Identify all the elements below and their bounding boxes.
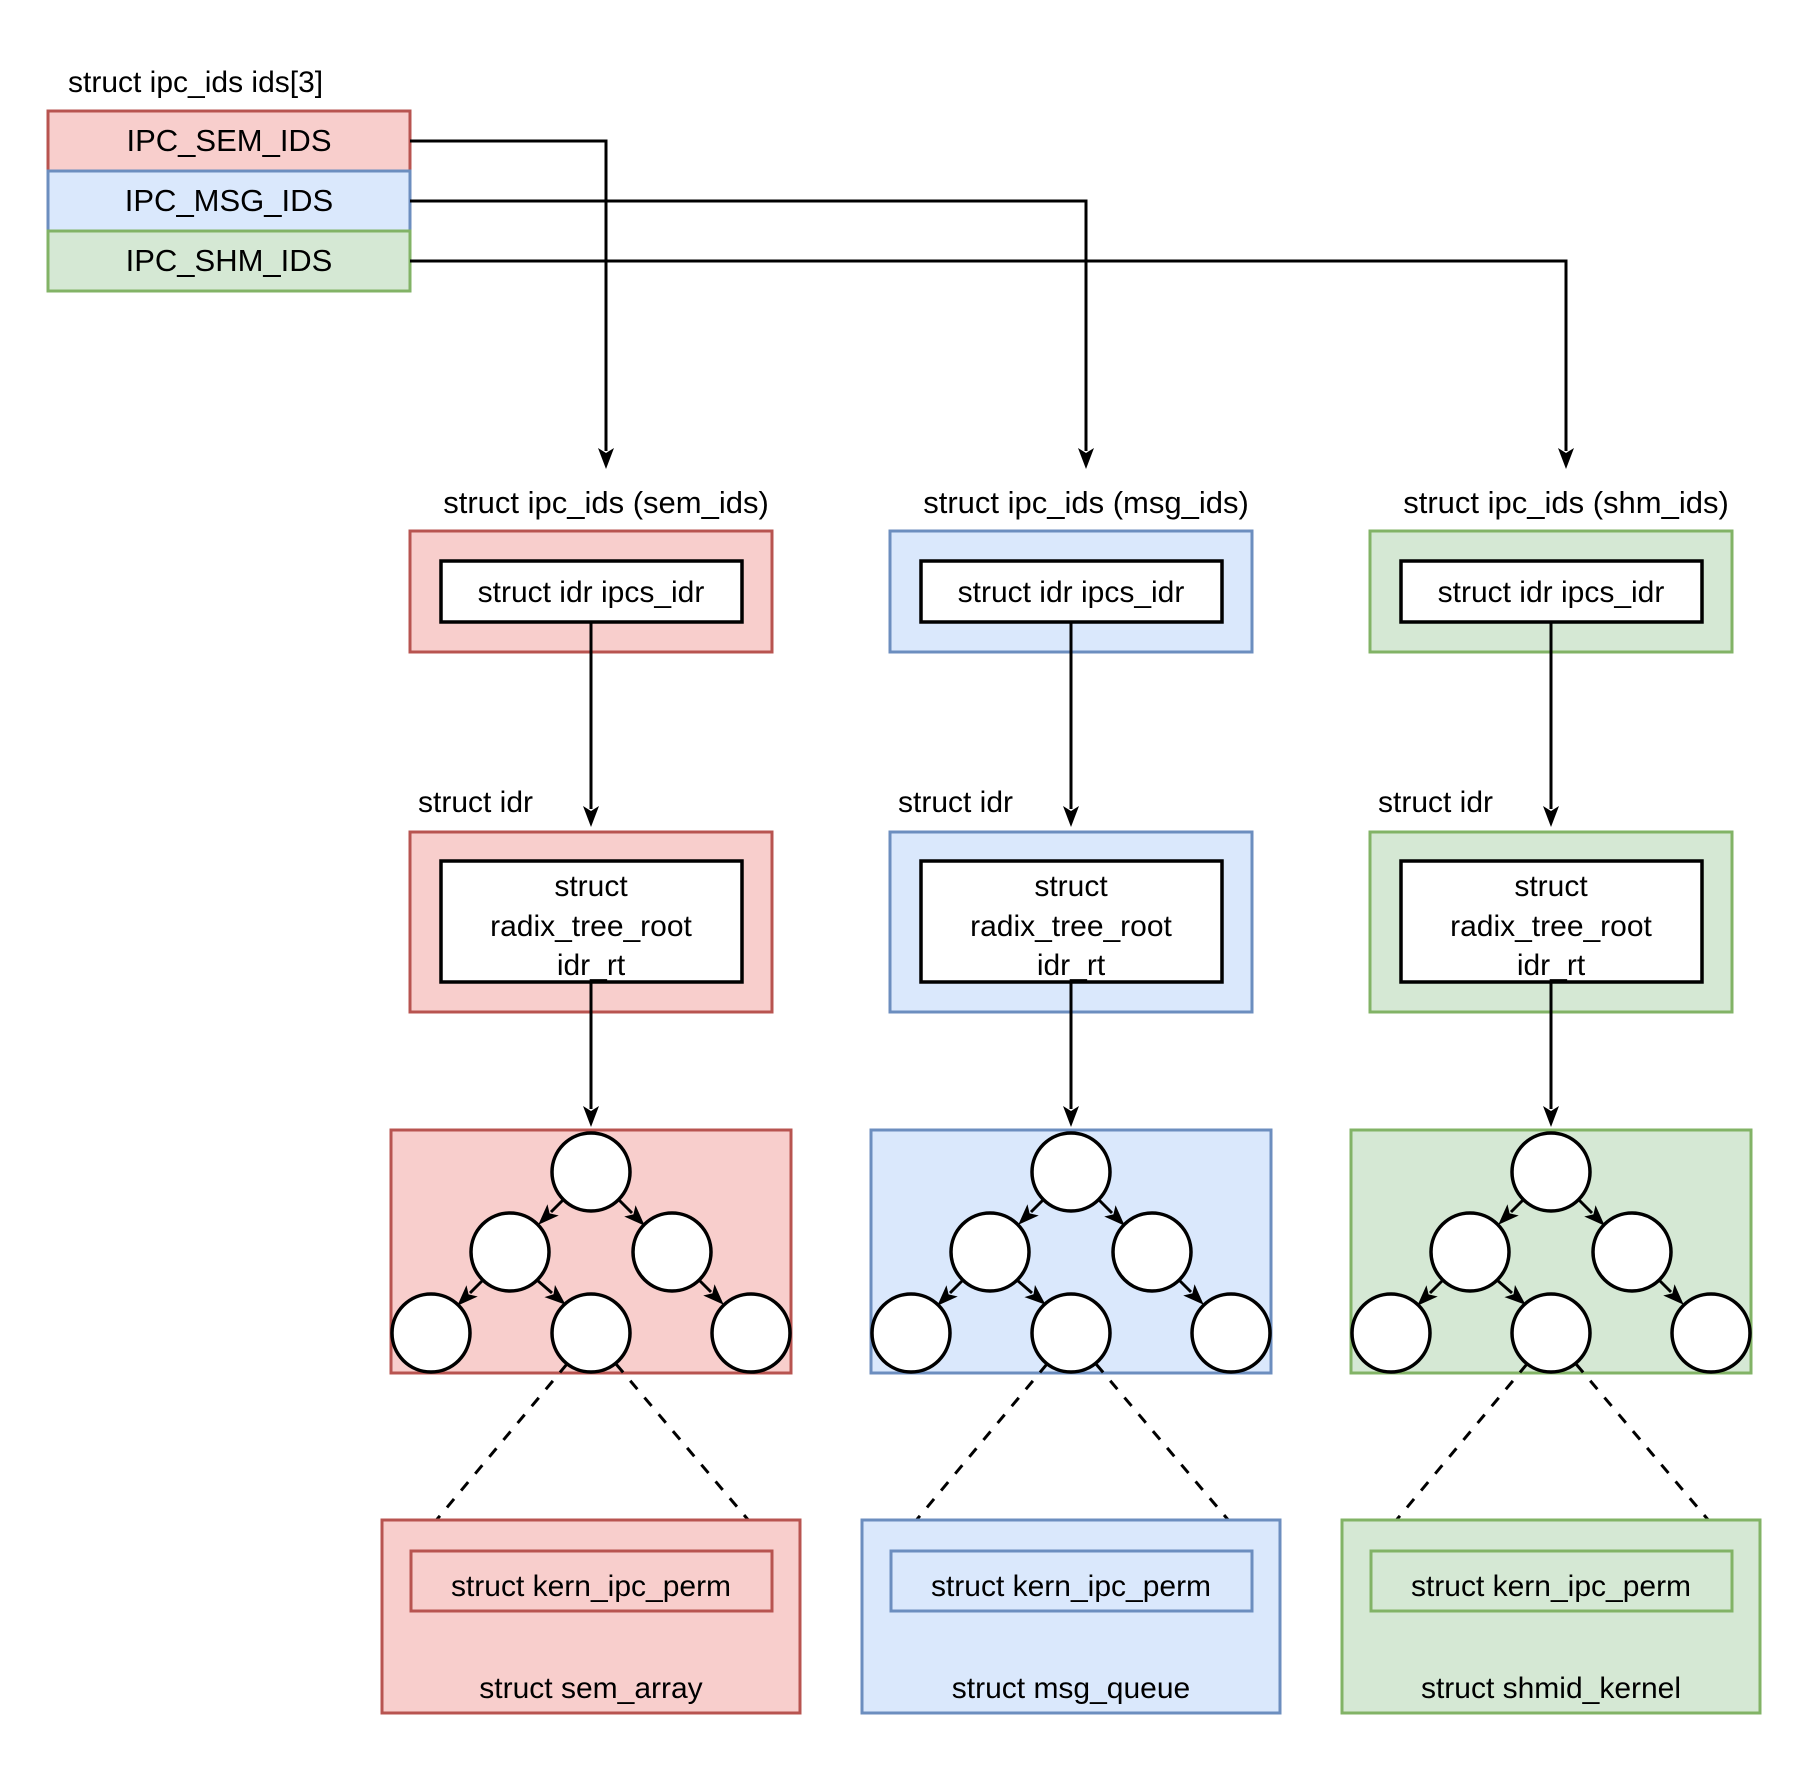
- radix-tree-root-box: [439, 859, 744, 984]
- tree-root-node: [550, 1131, 632, 1213]
- tree-root-node: [1030, 1131, 1112, 1213]
- radix-line-1: struct: [1034, 870, 1108, 903]
- tree-edge-root-right: [617, 1198, 645, 1226]
- radix-line-1: struct: [554, 870, 628, 903]
- tree-edge-left-middle: [1496, 1278, 1526, 1305]
- tree-mid-left-node: [1429, 1211, 1511, 1293]
- entry-struct-label: struct shmid_kernel: [1421, 1672, 1681, 1705]
- tree-leaf-left-node: [1350, 1292, 1432, 1374]
- tree-edge-root-right: [1577, 1198, 1605, 1226]
- ipc-msg-ids-cell: [46, 169, 412, 233]
- radix-line-3: idr_rt: [1517, 949, 1586, 982]
- tree-leaf-right-node: [710, 1292, 792, 1374]
- tree-edge-right-right: [1657, 1278, 1684, 1305]
- ipc-shm-ids-cell: [46, 229, 412, 293]
- radix-line-2: radix_tree_root: [1450, 910, 1652, 943]
- tree-edge-left-left: [1417, 1278, 1445, 1306]
- tree-edge-right-right: [1177, 1278, 1204, 1305]
- kern-ipc-perm-label: struct kern_ipc_perm: [1411, 1570, 1691, 1603]
- kern-ipc-perm-label: struct kern_ipc_perm: [451, 1570, 731, 1603]
- tree-leaf-right-node: [1190, 1292, 1272, 1374]
- tree-edge-root-left: [1018, 1198, 1045, 1225]
- tree-edge-left-middle: [1016, 1278, 1046, 1305]
- column-msg: struct ipc_ids (msg_ids) struct idr ipcs…: [860, 485, 1282, 1715]
- ipc-sem-ids-label: IPC_SEM_IDS: [126, 123, 331, 158]
- radix-line-3: idr_rt: [1037, 949, 1106, 982]
- radix-line-1: struct: [1514, 870, 1588, 903]
- tree-edge-left-middle: [536, 1278, 566, 1305]
- column-header: struct ipc_ids (sem_ids): [443, 485, 769, 520]
- tree-mid-left-node: [949, 1211, 1031, 1293]
- entry-struct-label: struct msg_queue: [952, 1672, 1190, 1705]
- radix-line-2: radix_tree_root: [490, 910, 692, 943]
- tree-leaf-left-node: [390, 1292, 472, 1374]
- tree-edge-root-right: [1097, 1198, 1125, 1226]
- dashed-link-right: [1094, 1363, 1254, 1549]
- tree-mid-left-node: [469, 1211, 551, 1293]
- connector-msg: [410, 199, 1094, 469]
- ipcs-idr-label: struct idr ipcs_idr: [478, 576, 705, 609]
- dashed-link-left: [411, 1363, 569, 1549]
- kern-ipc-perm-box: [1369, 1549, 1734, 1613]
- array-title: struct ipc_ids ids[3]: [68, 66, 323, 99]
- ipc-ids-array: struct ipc_ids ids[3] IPC_SEM_IDS IPC_MS…: [46, 66, 412, 293]
- idr-label: struct idr: [898, 786, 1013, 819]
- ipcs-idr-label: struct idr ipcs_idr: [958, 576, 1185, 609]
- ipc-shm-ids-label: IPC_SHM_IDS: [126, 243, 333, 278]
- column-header: struct ipc_ids (shm_ids): [1403, 485, 1729, 520]
- column-shm: struct ipc_ids (shm_ids) struct idr ipcs…: [1340, 485, 1762, 1715]
- dashed-link-left: [891, 1363, 1049, 1549]
- kern-ipc-perm-box: [409, 1549, 774, 1613]
- tree-edge-right-right: [697, 1278, 724, 1305]
- tree-edge-left-left: [457, 1278, 485, 1306]
- tree-leaf-left-node: [870, 1292, 952, 1374]
- tree-mid-right-node: [1591, 1211, 1673, 1293]
- ipc-msg-ids-label: IPC_MSG_IDS: [125, 183, 333, 218]
- ipc-sem-ids-cell: [46, 109, 412, 173]
- dashed-link-right: [1574, 1363, 1734, 1549]
- column-sem: struct ipc_ids (sem_ids) struct idr ipcs…: [380, 485, 802, 1715]
- tree-leaf-middle-node: [1030, 1292, 1112, 1374]
- tree-mid-right-node: [1111, 1211, 1193, 1293]
- ipcs-idr-box: [1399, 559, 1704, 624]
- entry-struct-label: struct sem_array: [479, 1672, 702, 1705]
- tree-mid-right-node: [631, 1211, 713, 1293]
- tree-root-node: [1510, 1131, 1592, 1213]
- tree-leaf-right-node: [1670, 1292, 1752, 1374]
- radix-tree-root-box: [919, 859, 1224, 984]
- kern-ipc-perm-label: struct kern_ipc_perm: [931, 1570, 1211, 1603]
- tree-edge-left-left: [937, 1278, 965, 1306]
- column-header: struct ipc_ids (msg_ids): [923, 485, 1249, 520]
- dashed-link-left: [1371, 1363, 1529, 1549]
- tree-leaf-middle-node: [1510, 1292, 1592, 1374]
- idr-label: struct idr: [1378, 786, 1493, 819]
- connector-sem: [410, 139, 614, 469]
- idr-label: struct idr: [418, 786, 533, 819]
- tree-edge-root-left: [1498, 1198, 1525, 1225]
- tree-edge-root-left: [538, 1198, 565, 1225]
- tree-leaf-middle-node: [550, 1292, 632, 1374]
- radix-line-3: idr_rt: [557, 949, 626, 982]
- kern-ipc-perm-box: [889, 1549, 1254, 1613]
- ipcs-idr-label: struct idr ipcs_idr: [1438, 576, 1665, 609]
- connector-shm: [410, 259, 1574, 469]
- dashed-link-right: [614, 1363, 774, 1549]
- radix-line-2: radix_tree_root: [970, 910, 1172, 943]
